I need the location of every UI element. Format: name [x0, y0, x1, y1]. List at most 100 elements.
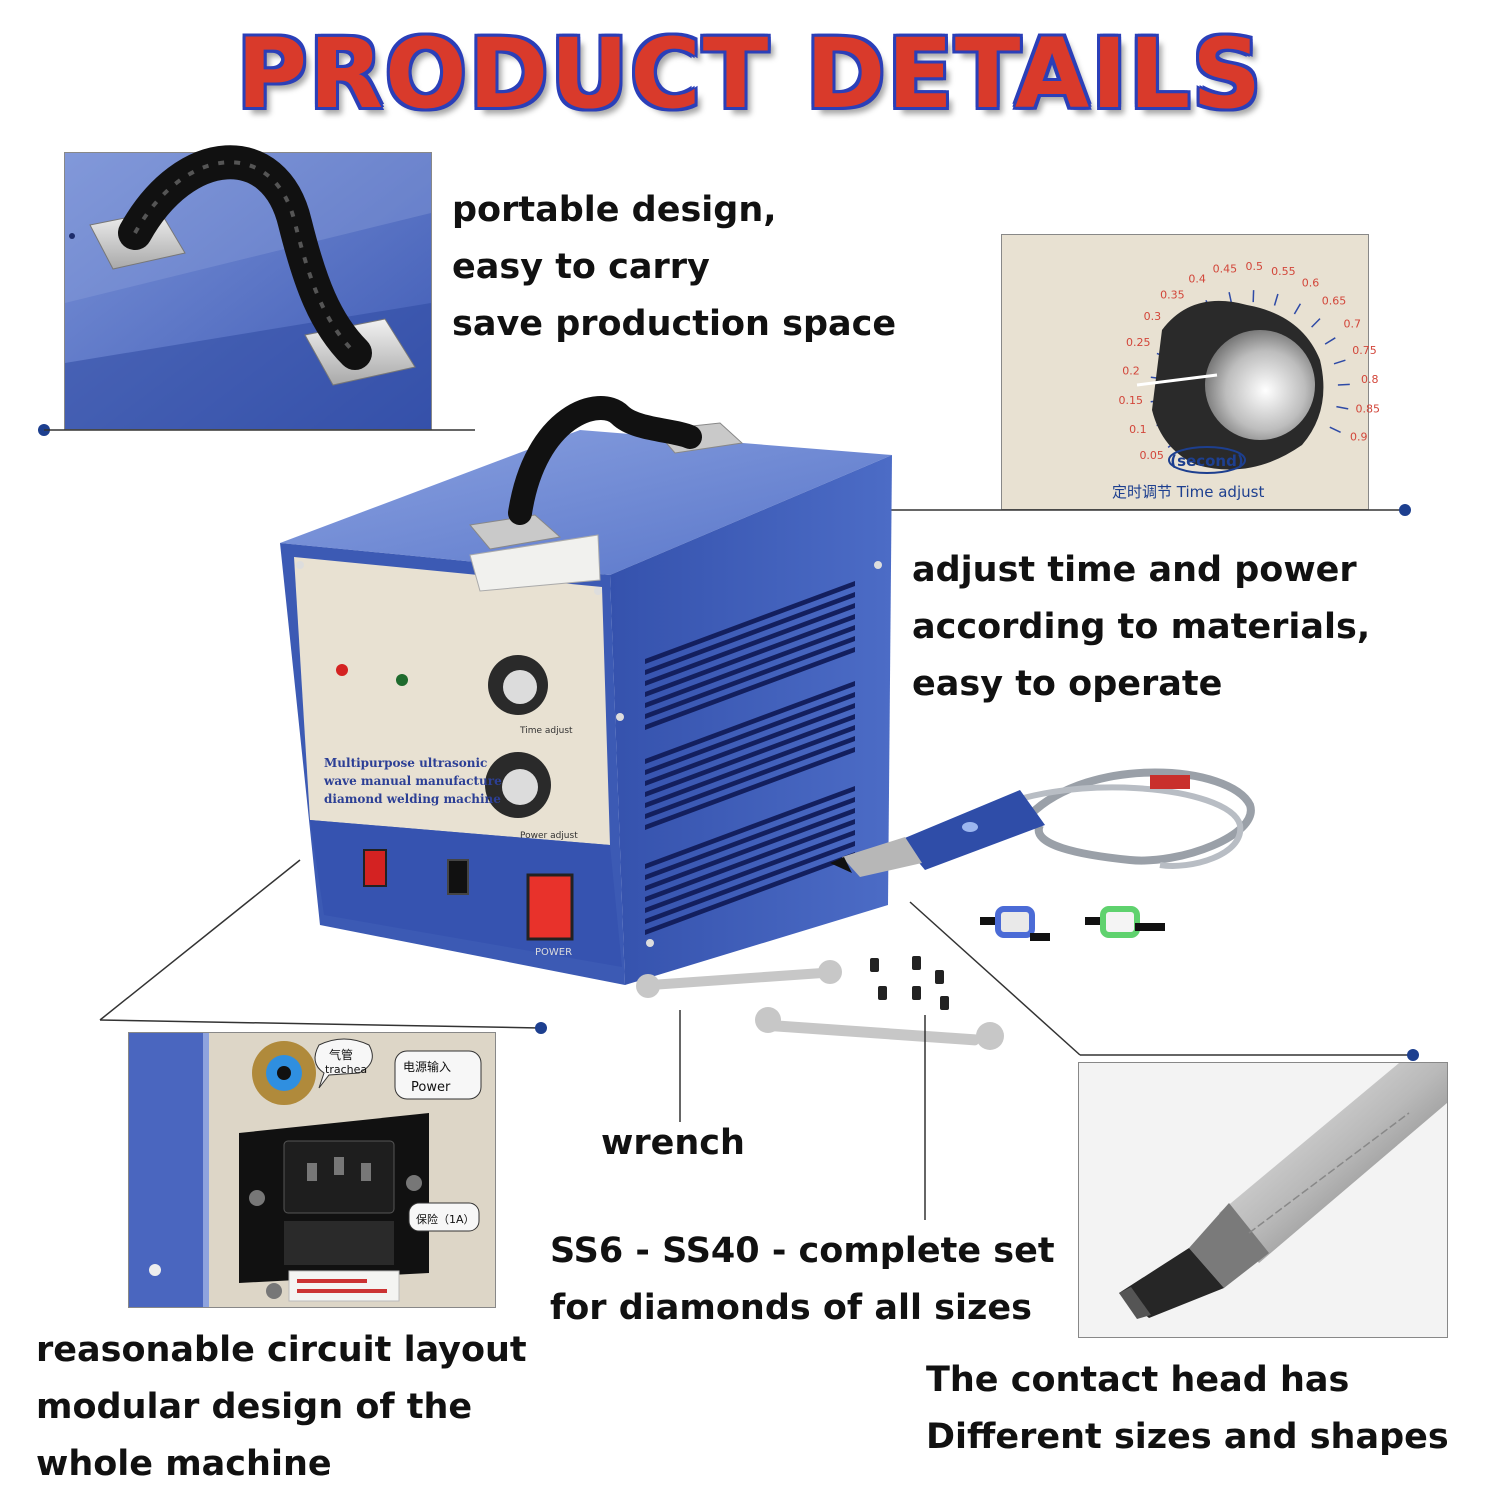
- dial-scale-label: 0.05: [1139, 449, 1164, 462]
- vent-slot: [645, 725, 855, 808]
- vent-slot: [645, 747, 855, 830]
- mode-switch: [447, 859, 469, 895]
- air-label-en: trachea: [325, 1063, 367, 1076]
- handle-caption-line-1: portable design,: [452, 190, 777, 230]
- adjust-caption: adjust time and power according to mater…: [912, 542, 1370, 713]
- wrench-icon: [636, 956, 1004, 1050]
- dial-scale-label: 0.8: [1361, 373, 1379, 386]
- vent-slot: [645, 614, 855, 697]
- fuse-label: 保险（1A）: [416, 1212, 475, 1226]
- contact-caption-line-1: The contact head has: [926, 1360, 1350, 1400]
- dial-scale-label: 0.65: [1322, 294, 1347, 307]
- handle-icon: [65, 145, 431, 429]
- vent-slot: [645, 636, 855, 719]
- welding-tip-icon: [1079, 1063, 1447, 1337]
- circuit-caption-line-3: whole machine: [36, 1444, 332, 1484]
- power-input-label-en: Power: [411, 1080, 451, 1095]
- panel-text-3: diamond welding machine: [324, 792, 501, 806]
- dial-leader: [890, 504, 1411, 516]
- power-switch-label: POWER: [535, 947, 572, 958]
- contact-caption-line-2: Different sizes and shapes: [926, 1417, 1449, 1457]
- vent-slot: [645, 808, 855, 891]
- power-switch: [526, 873, 574, 941]
- dial-scale-label: 0.35: [1160, 289, 1185, 302]
- dial-tick: [1273, 293, 1279, 306]
- svg-text:(second): (second): [1170, 452, 1243, 470]
- handle-leader: [38, 424, 475, 436]
- vent-slot: [645, 736, 855, 819]
- accessory-leaders: [679, 1010, 926, 1220]
- circuit-caption-line-1: reasonable circuit layout: [36, 1330, 527, 1370]
- dial-scale-label: 0.6: [1302, 276, 1320, 289]
- dial-tick: [1329, 426, 1341, 433]
- dial-scale-label: 0.45: [1213, 263, 1238, 276]
- handle-caption-line-3: save production space: [452, 304, 897, 344]
- connector-blue: [980, 906, 1050, 941]
- heads-caption-line-2: for diamonds of all sizes: [550, 1288, 1032, 1328]
- handle-icon: [508, 396, 702, 525]
- vent-slot: [645, 692, 855, 775]
- rear-panel-photo: 气管 trachea 电源输入 Power 保险（1A）: [128, 1032, 496, 1308]
- vent-slot: [645, 592, 855, 675]
- dial-scale-label: 0.5: [1246, 260, 1264, 273]
- circuit-caption: reasonable circuit layout modular design…: [36, 1322, 527, 1493]
- dial-scale-label: 0.15: [1119, 394, 1144, 407]
- adjust-caption-line-3: easy to operate: [912, 664, 1223, 704]
- ultrasonic-switch: [363, 849, 387, 887]
- dial-tick: [1324, 337, 1336, 345]
- vent-slot: [645, 852, 855, 935]
- vent-slot: [645, 581, 855, 664]
- power-input-label: 电源输入: [403, 1059, 451, 1074]
- leader-dot-icon: [1407, 1049, 1419, 1061]
- dial-scale-label: 0.2: [1122, 365, 1140, 378]
- vent-slot: [645, 841, 855, 924]
- power-socket-icon: 气管 trachea 电源输入 Power 保险（1A）: [129, 1033, 495, 1307]
- panel-text-1: Multipurpose ultrasonic: [324, 756, 487, 770]
- welding-tip-icon: [870, 956, 949, 1010]
- vent-slot: [645, 786, 855, 869]
- circuit-caption-line-2: modular design of the: [36, 1387, 473, 1427]
- adjust-caption-line-1: adjust time and power: [912, 550, 1357, 590]
- vent-slot: [645, 647, 855, 730]
- contact-caption: The contact head has Different sizes and…: [926, 1352, 1449, 1466]
- leader-dot-icon: [535, 1022, 547, 1034]
- time-adjust-label: Time adjust: [519, 726, 573, 736]
- dial-scale-label: 0.25: [1126, 336, 1151, 349]
- dial-tick: [1336, 405, 1349, 410]
- dial-tick: [1311, 318, 1321, 328]
- heads-caption-line-1: SS6 - SS40 - complete set: [550, 1231, 1055, 1271]
- welding-pen-icon: [830, 768, 1255, 941]
- vent-slot: [645, 819, 855, 902]
- dial-scale-label: 0.4: [1188, 272, 1206, 285]
- dial-tick: [1293, 303, 1302, 315]
- circuit-leader: [99, 859, 547, 1034]
- connector-green: [1085, 906, 1165, 938]
- dial-scale-label: 0.9: [1350, 431, 1368, 444]
- power-adjust-label: Power adjust: [520, 831, 578, 841]
- dial-unit-label: (second): [1168, 446, 1246, 474]
- vent-slot: [645, 714, 855, 797]
- dial-scale-label: 0.75: [1352, 344, 1377, 357]
- wrench-caption: wrench: [601, 1123, 745, 1163]
- handle-caption: portable design, easy to carry save prod…: [452, 182, 896, 353]
- vent-slot: [645, 603, 855, 686]
- leader-dot-icon: [1399, 504, 1411, 516]
- dial-scale-label: 0.7: [1344, 317, 1362, 330]
- panel-text-2: wave manual manufacture: [323, 774, 502, 788]
- handle-photo: [64, 145, 432, 430]
- welding-machine: Time adjust Power adjust Multipurpose ul…: [280, 396, 892, 985]
- dial-footer: 定时调节 Time adjust: [1112, 483, 1264, 501]
- dial-scale-label: 0.85: [1356, 403, 1381, 416]
- heads-caption: SS6 - SS40 - complete set for diamonds o…: [550, 1223, 1055, 1337]
- dial-tick: [1337, 383, 1350, 386]
- contact-head-photo: [1078, 1062, 1448, 1338]
- dial-tick: [1333, 359, 1346, 365]
- dial-scale-label: 0.1: [1129, 423, 1147, 436]
- contact-leader: [909, 901, 1419, 1061]
- dial-scale-label: 0.55: [1271, 265, 1296, 278]
- vent-slot: [645, 681, 855, 764]
- vent-slot: [645, 830, 855, 913]
- adjust-caption-line-2: according to materials,: [912, 607, 1371, 647]
